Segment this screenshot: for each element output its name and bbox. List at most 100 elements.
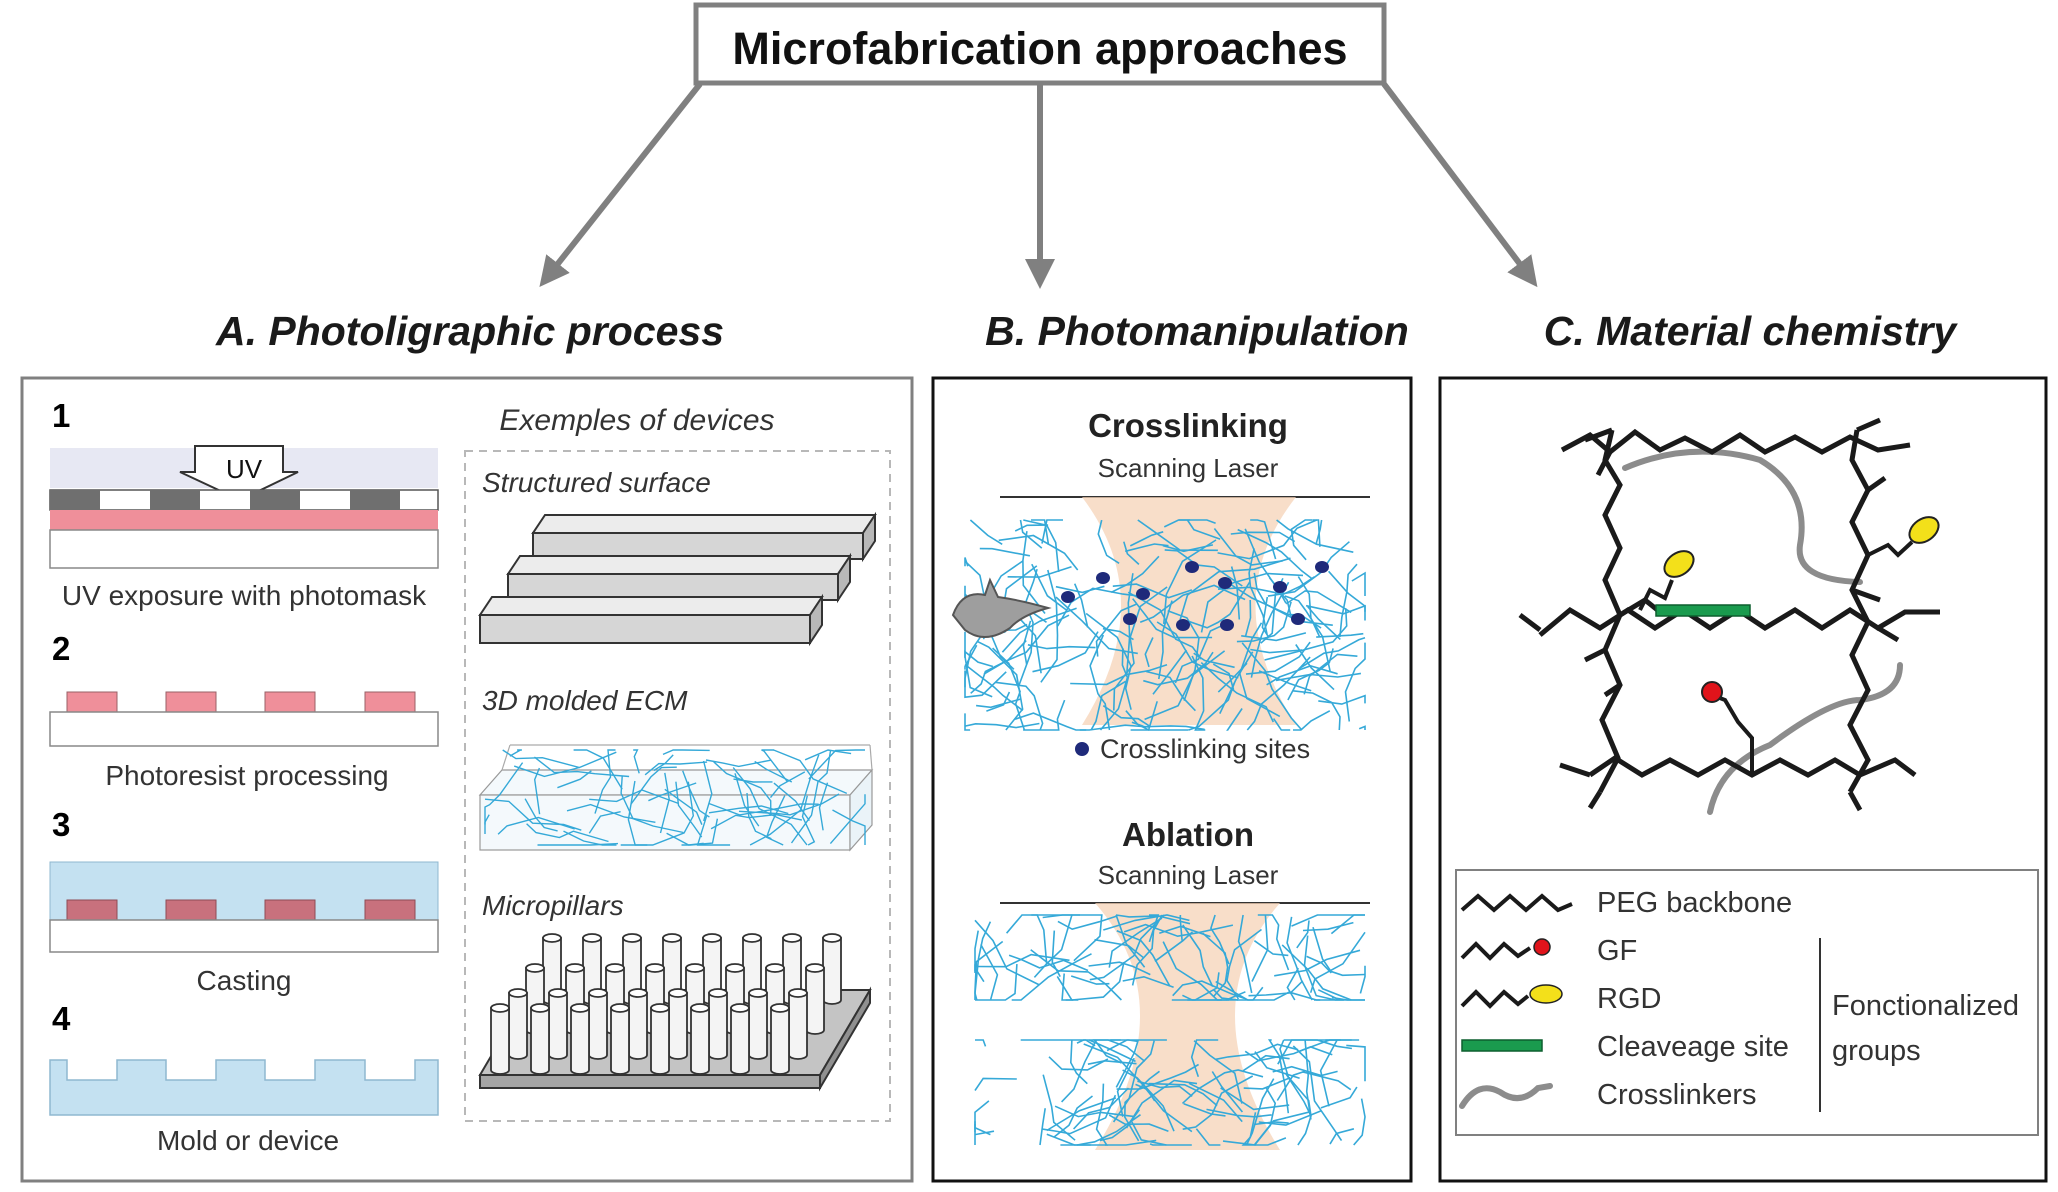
ablation-lower-fiber bbox=[1353, 1098, 1366, 1146]
ecm-fiber bbox=[769, 771, 806, 799]
ablation-upper-fiber bbox=[974, 919, 1040, 986]
ablation-lower-fiber bbox=[1283, 1039, 1353, 1050]
step-1-caption: UV exposure with photomask bbox=[62, 580, 427, 611]
ecm-fiber bbox=[594, 749, 616, 814]
ablation-lower-fiber bbox=[1048, 1056, 1109, 1071]
ablation-lower-fiber bbox=[1190, 1039, 1219, 1078]
cell-icon bbox=[951, 577, 1052, 638]
crosslinking-site-dot bbox=[1315, 561, 1329, 573]
ablation-lower-fiber bbox=[1108, 1114, 1169, 1133]
micropillar bbox=[628, 988, 648, 1060]
ablation-upper-fiber bbox=[1314, 989, 1344, 1001]
ecm-fiber bbox=[589, 789, 679, 805]
micropillar bbox=[490, 1003, 510, 1075]
ecm-fiber bbox=[630, 766, 677, 805]
crosslinking-fiber bbox=[1022, 531, 1046, 614]
rgd-groups bbox=[1638, 516, 1940, 611]
micropillars-illustration bbox=[478, 933, 872, 1092]
crosslinking-fiber bbox=[1129, 531, 1164, 547]
ablation-lower-fiber bbox=[1069, 1039, 1088, 1085]
micropillar bbox=[588, 988, 608, 1060]
ablation-upper-fiber bbox=[1330, 914, 1365, 935]
crosslinking-fiber bbox=[1041, 519, 1063, 544]
ablation-upper-fiber bbox=[974, 930, 979, 972]
crosslinking-fiber bbox=[1090, 680, 1126, 731]
crosslinking-fiber bbox=[1241, 632, 1307, 642]
crosslinking-fiber bbox=[964, 650, 994, 668]
legend-gf: GF bbox=[1597, 935, 1637, 967]
ecm-fiber bbox=[484, 762, 524, 834]
crosslinking-fiber bbox=[1128, 586, 1168, 640]
crosslinking-fiber bbox=[1316, 632, 1364, 638]
crosslinking-fiber bbox=[1022, 620, 1032, 665]
crosslinking-fiber bbox=[992, 647, 1026, 731]
ablation-lower-fiber bbox=[1241, 1112, 1257, 1146]
ablation-upper-fiber bbox=[1226, 986, 1264, 1001]
ablation-upper-fiber bbox=[1302, 921, 1354, 932]
crosslinking-fiber bbox=[1351, 571, 1366, 596]
peg-backbones bbox=[1518, 417, 1940, 812]
micropillar bbox=[770, 1003, 790, 1075]
step-2-number: 2 bbox=[52, 630, 70, 667]
crosslinking-fiber bbox=[1217, 662, 1248, 693]
ecm-fiber bbox=[533, 767, 541, 815]
crosslinking-site-dot bbox=[1136, 588, 1150, 600]
ablation-fiber-network bbox=[974, 914, 1366, 1146]
title: Microfabrication approaches bbox=[732, 23, 1347, 74]
legend-cleavage: Cleaveage site bbox=[1597, 1031, 1789, 1063]
crosslinking-fiber bbox=[1097, 519, 1120, 564]
crosslinking-fiber bbox=[1001, 607, 1077, 653]
crosslinking-fiber bbox=[1264, 608, 1348, 661]
ecm-fiber bbox=[832, 809, 866, 845]
heading-a: A. Photoligraphic process bbox=[215, 308, 724, 354]
crosslinking-fiber bbox=[1162, 544, 1214, 553]
crosslinking-fiber bbox=[1089, 634, 1111, 731]
ablation-title: Ablation bbox=[1122, 816, 1254, 853]
ablation-lower-fiber bbox=[1053, 1095, 1093, 1138]
crosslinking-site-dot bbox=[1291, 613, 1305, 625]
ecm-fiber bbox=[708, 805, 789, 815]
ablation-upper-fiber bbox=[1171, 972, 1220, 1001]
crosslinking-fiber bbox=[1131, 721, 1205, 731]
ecm-fiber bbox=[734, 773, 760, 827]
crosslinking-fiber bbox=[1031, 563, 1067, 611]
crosslinking-fiber bbox=[1217, 576, 1315, 596]
crosslinking-fiber bbox=[1144, 650, 1226, 721]
crosslinking-site-dot bbox=[1220, 619, 1234, 631]
ablation-upper-fiber bbox=[1057, 915, 1118, 931]
crosslinking-sites bbox=[1061, 561, 1329, 631]
crosslinking-fiber bbox=[1031, 519, 1050, 545]
ecm-fiber bbox=[682, 770, 710, 818]
ablation-upper-fiber bbox=[1286, 967, 1299, 1001]
ablation-lower-fiber bbox=[1181, 1069, 1264, 1104]
ablation-lower-fiber bbox=[1302, 1071, 1352, 1091]
crosslinking-site-dot bbox=[1273, 581, 1287, 593]
panel-b: Crosslinking Scanning Laser Crosslinking… bbox=[931, 376, 1413, 1183]
device-micropillars-label: Micropillars bbox=[482, 890, 624, 921]
micropillar bbox=[508, 988, 528, 1060]
crosslinking-fiber bbox=[998, 534, 1079, 571]
crosslinking-fiber bbox=[1312, 519, 1321, 547]
crosslinking-fiber bbox=[1221, 578, 1322, 629]
ablation-lower-fiber bbox=[1020, 1039, 1096, 1047]
ablation-upper-fiber bbox=[975, 964, 1018, 1001]
ecm-fiber bbox=[563, 830, 617, 846]
ecm-fiber bbox=[681, 818, 719, 846]
crosslinking-fiber bbox=[1193, 652, 1235, 669]
ecm-fiber bbox=[773, 749, 848, 795]
crosslinking-site-dot bbox=[1185, 561, 1199, 573]
crosslinking-fiber bbox=[1102, 627, 1134, 641]
ablation-lower-fiber bbox=[1346, 1044, 1366, 1082]
ecm-fiber bbox=[702, 760, 713, 822]
micropillar bbox=[530, 1003, 550, 1075]
structured-surface-illustration bbox=[478, 511, 877, 647]
ablation-upper-fiber bbox=[1286, 916, 1313, 1001]
crosslinking-fiber bbox=[1213, 528, 1283, 566]
ablation-upper-fiber bbox=[1051, 930, 1061, 977]
crosslinking-fiber bbox=[1272, 718, 1291, 731]
crosslinking-fiber bbox=[1315, 519, 1323, 545]
ecm-fiber bbox=[557, 770, 592, 789]
crosslinking-fiber bbox=[1307, 606, 1341, 640]
crosslinking-fiber bbox=[979, 547, 1031, 557]
crosslinking-fiber bbox=[1023, 699, 1066, 731]
